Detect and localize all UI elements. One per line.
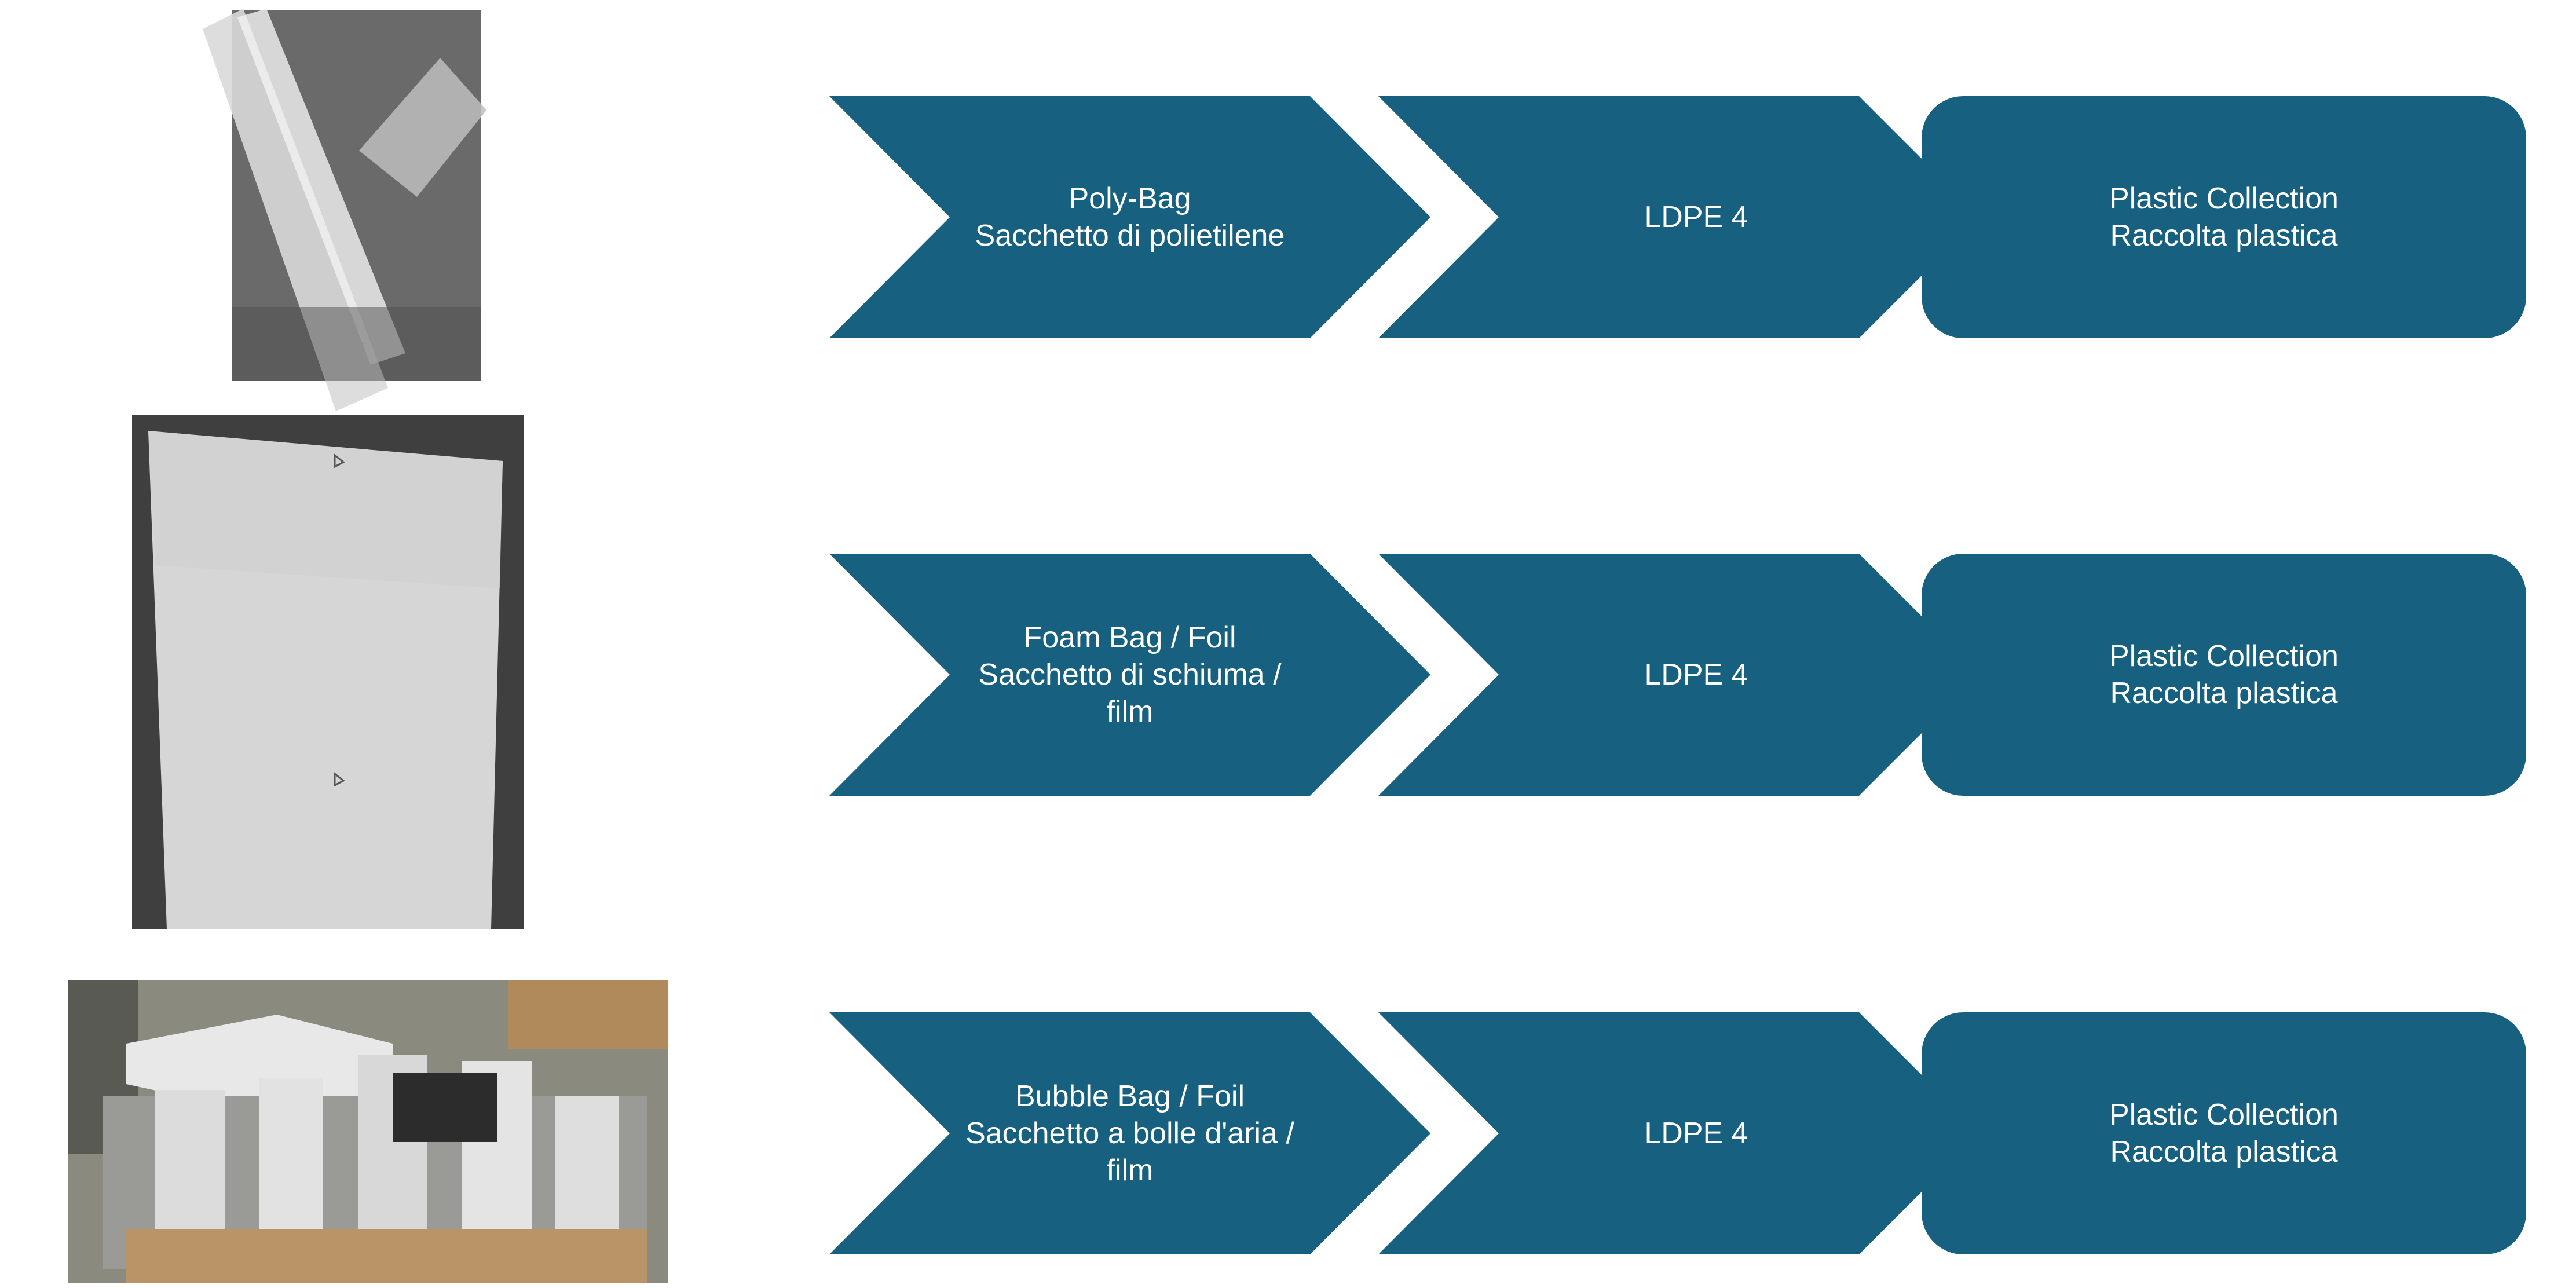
code-label: LDPE 4 bbox=[1494, 1012, 1898, 1254]
code-pentagon: LDPE 4 bbox=[1378, 554, 1922, 796]
rounded-box-shape bbox=[1922, 554, 2526, 796]
disposal-line: Plastic Collection bbox=[2109, 182, 2339, 215]
chevron-shape bbox=[1378, 554, 1922, 796]
disposal-label: Plastic Collection Raccolta plastica bbox=[1945, 1012, 2503, 1254]
rounded-box-shape bbox=[1922, 96, 2526, 338]
material-label: Bubble Bag / Foil Sacchetto a bolle d'ar… bbox=[916, 1012, 1344, 1254]
material-chevron: Bubble Bag / Foil Sacchetto a bolle d'ar… bbox=[829, 1012, 1430, 1254]
disposal-box: Plastic Collection Raccolta plastica bbox=[1922, 1012, 2526, 1254]
code-text: LDPE 4 bbox=[1644, 658, 1748, 691]
chevron-shape bbox=[1378, 96, 1922, 338]
foam-sheet-photo bbox=[132, 415, 524, 929]
material-line: Poly-Bag bbox=[1069, 182, 1191, 215]
material-line: Sacchetto di polietilene bbox=[975, 219, 1285, 253]
material-chevron: Poly-Bag Sacchetto di polietilene bbox=[829, 96, 1430, 338]
disposal-line: Plastic Collection bbox=[2109, 639, 2339, 673]
material-line: Sacchetto a bolle d'aria / bbox=[965, 1117, 1294, 1150]
material-chevron: Foam Bag / Foil Sacchetto di schiuma / f… bbox=[829, 554, 1430, 796]
poly-bag-photo bbox=[197, 6, 486, 411]
material-line: film bbox=[1106, 1154, 1154, 1187]
material-line: Foam Bag / Foil bbox=[1023, 621, 1236, 654]
disposal-box: Plastic Collection Raccolta plastica bbox=[1922, 554, 2526, 796]
disposal-line: Raccolta plastica bbox=[2110, 1135, 2338, 1169]
code-pentagon: LDPE 4 bbox=[1378, 1012, 1922, 1254]
code-label: LDPE 4 bbox=[1494, 96, 1898, 338]
disposal-box: Plastic Collection Raccolta plastica bbox=[1922, 96, 2526, 338]
code-label: LDPE 4 bbox=[1494, 554, 1898, 796]
chevron-shape bbox=[829, 1012, 1430, 1254]
chevron-shape bbox=[1378, 1012, 1922, 1254]
bubble-wrap-photo bbox=[68, 980, 668, 1283]
code-text: LDPE 4 bbox=[1644, 200, 1748, 234]
disposal-line: Raccolta plastica bbox=[2110, 219, 2338, 253]
code-pentagon: LDPE 4 bbox=[1378, 96, 1922, 338]
chevron-shape bbox=[829, 554, 1430, 796]
material-line: Sacchetto di schiuma / bbox=[978, 658, 1282, 691]
disposal-line: Raccolta plastica bbox=[2110, 676, 2338, 710]
chevron-shape bbox=[829, 96, 1430, 338]
disposal-line: Plastic Collection bbox=[2109, 1098, 2339, 1132]
material-line: Bubble Bag / Foil bbox=[1015, 1080, 1245, 1113]
code-text: LDPE 4 bbox=[1644, 1117, 1748, 1150]
material-label: Foam Bag / Foil Sacchetto di schiuma / f… bbox=[928, 554, 1332, 796]
material-line: film bbox=[1106, 695, 1154, 729]
rounded-box-shape bbox=[1922, 1012, 2526, 1254]
disposal-label: Plastic Collection Raccolta plastica bbox=[1945, 96, 2503, 338]
disposal-label: Plastic Collection Raccolta plastica bbox=[1945, 554, 2503, 796]
material-label: Poly-Bag Sacchetto di polietilene bbox=[928, 96, 1332, 338]
